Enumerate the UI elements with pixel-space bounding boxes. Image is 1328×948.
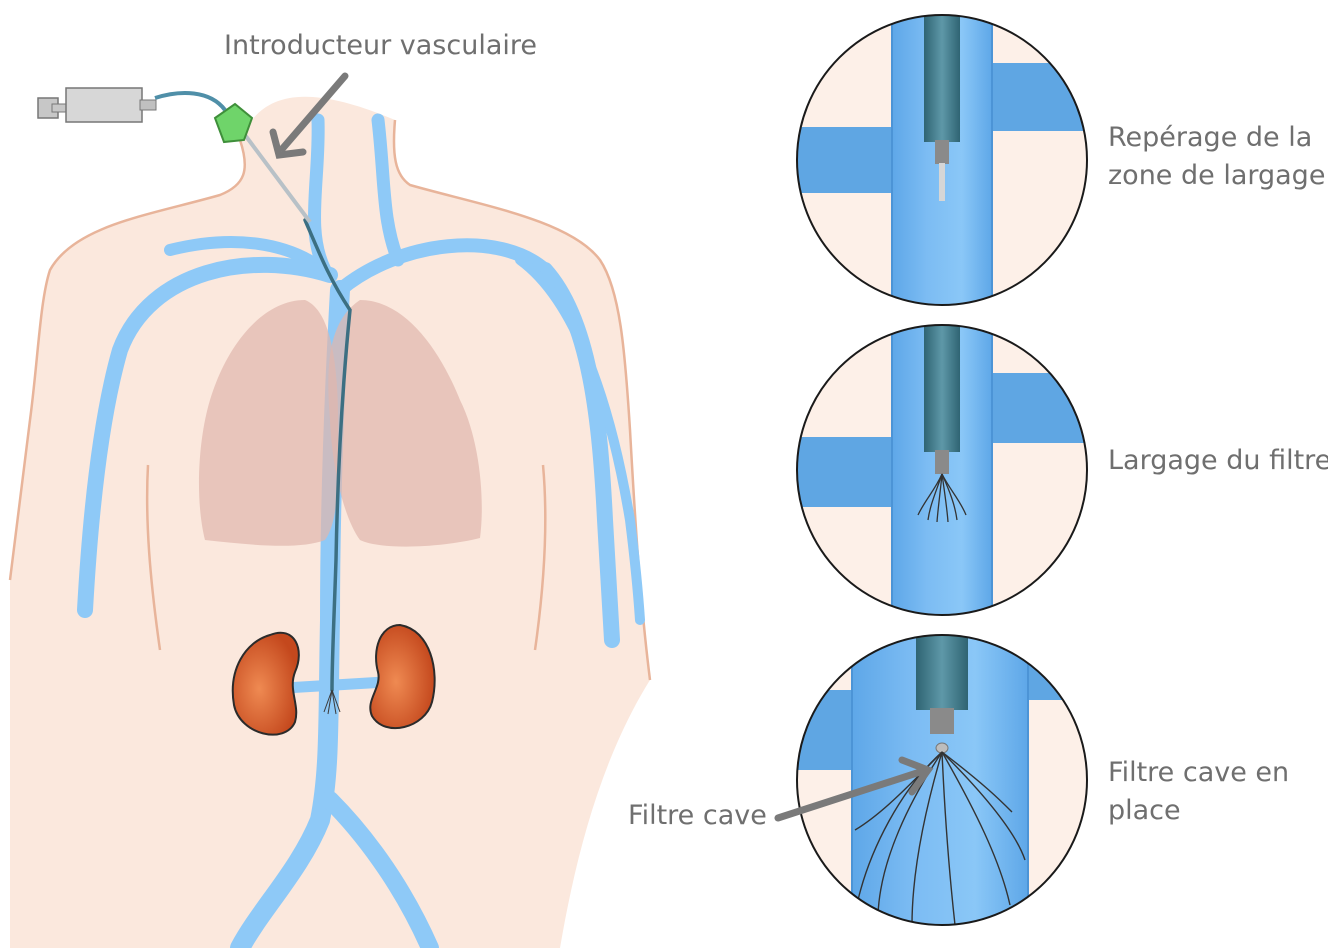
step1-line1: Repérage de la <box>1108 119 1325 157</box>
syringe-tubing <box>155 93 225 110</box>
step1-line2: zone de largage <box>1108 157 1325 195</box>
kidney-right <box>370 625 434 728</box>
step1-label: Repérage de la zone de largage <box>1108 119 1325 195</box>
syringe-icon <box>38 88 156 122</box>
renal-veins <box>285 682 385 688</box>
step3-label: Filtre cave en place <box>1108 754 1289 830</box>
inset-step3 <box>795 630 1100 930</box>
inset-step1 <box>795 10 1090 310</box>
step2-line1: Largage du filtre <box>1108 442 1328 480</box>
step3-line2: place <box>1108 792 1289 830</box>
step3-line1: Filtre cave en <box>1108 754 1289 792</box>
introducer-label: Introducteur vasculaire <box>224 27 537 65</box>
step2-label: Largage du filtre <box>1108 442 1328 480</box>
filter-label: Filtre cave <box>628 797 767 835</box>
inset-step2 <box>795 320 1090 620</box>
